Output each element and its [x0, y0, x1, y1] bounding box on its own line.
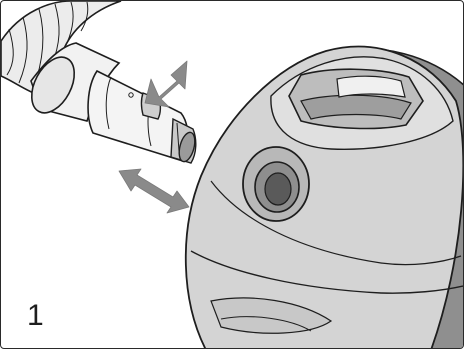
step-number: 1 — [27, 301, 44, 331]
vacuum-handle-top — [337, 76, 405, 97]
hose-socket-inner — [265, 173, 291, 205]
double-arrow-icon — [119, 169, 189, 213]
press-arrow-icon — [145, 61, 187, 107]
vacuum-cleaner-icon — [186, 47, 464, 349]
hose-connector-icon — [23, 43, 198, 163]
